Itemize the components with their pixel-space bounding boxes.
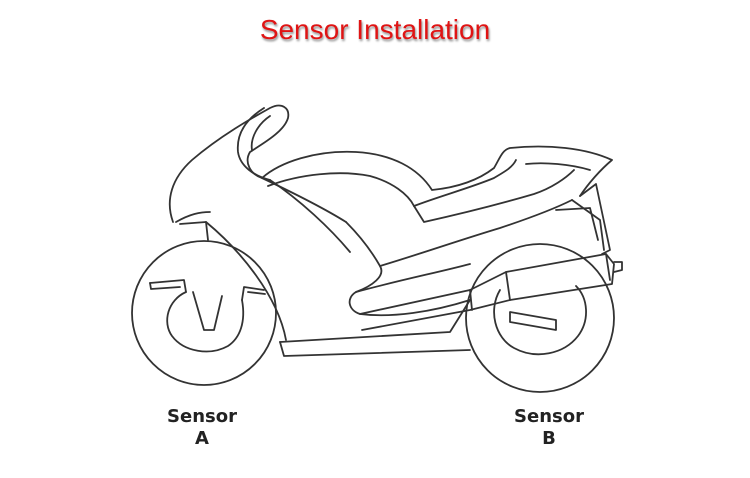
front-fairing	[168, 104, 347, 241]
diagram-title: Sensor Installation	[259, 14, 491, 45]
front-wheel	[131, 240, 277, 386]
sensor-b-word: Sensor	[514, 406, 584, 427]
sensor-a-word: Sensor	[167, 406, 237, 427]
sensor-a-letter: A	[195, 428, 209, 449]
tank-and-seat	[261, 145, 613, 223]
tail-section	[555, 183, 611, 255]
exhaust-pipe	[359, 253, 623, 331]
sensor-a-label: Sensor A	[152, 406, 252, 450]
rear-wheel	[465, 243, 615, 393]
sensor-b-label: Sensor B	[499, 406, 599, 450]
sensor-b-letter: B	[542, 428, 556, 449]
